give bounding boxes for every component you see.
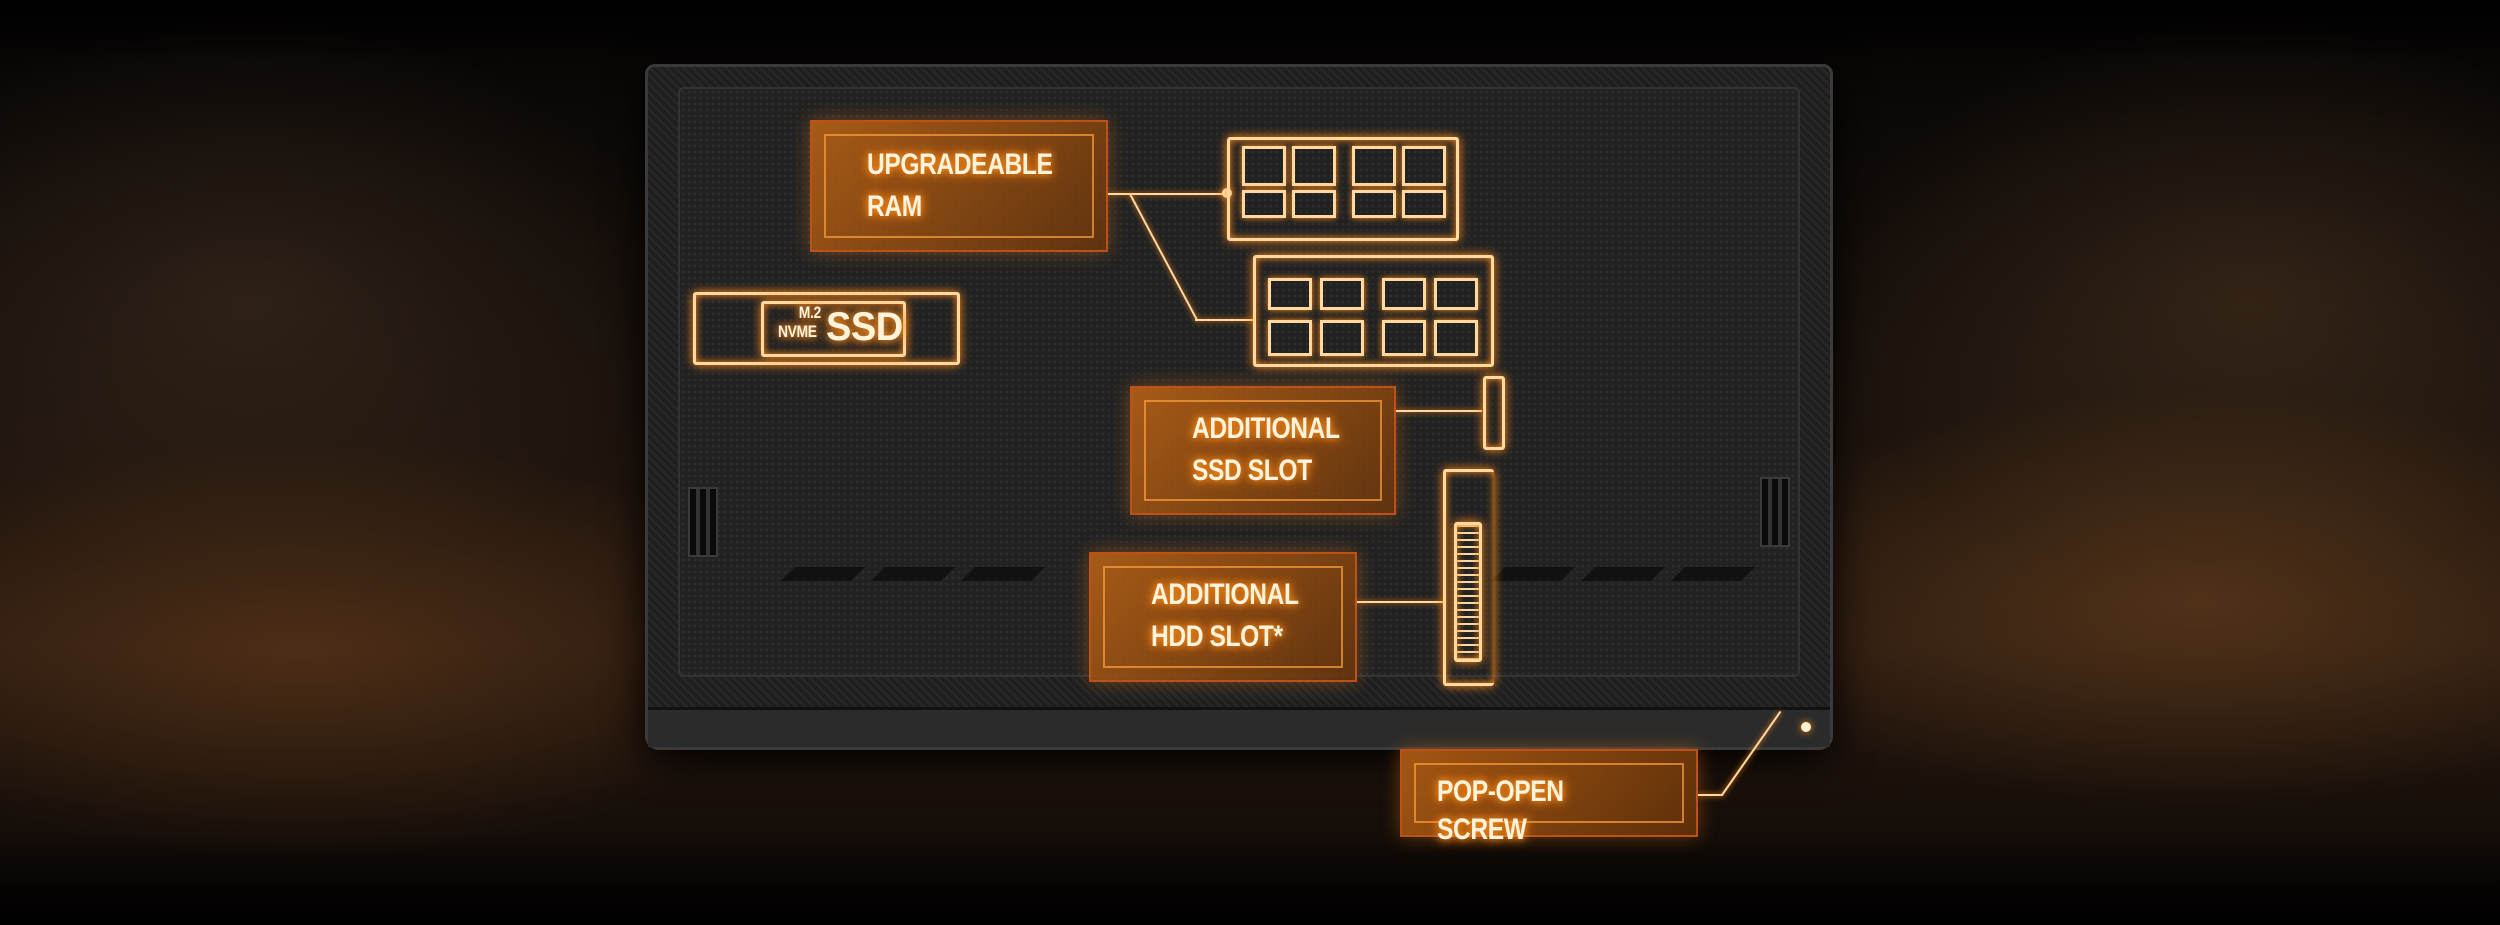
screw-dot: [1801, 722, 1811, 732]
ssd-label-small-top: M.2: [798, 303, 821, 322]
m2-ssd-icon: M.2 NVME SSD: [693, 292, 960, 365]
hdd-slot-line1: ADDITIONAL: [1151, 578, 1299, 611]
additional-ssd-slot-label: ADDITIONAL SSD SLOT: [1130, 386, 1396, 515]
hdd-connector-icon: [1443, 469, 1494, 686]
additional-hdd-slot-label: ADDITIONAL HDD SLOT*: [1089, 552, 1357, 682]
top-shade: [0, 0, 2500, 60]
ram-label-line2: RAM: [867, 190, 922, 223]
upgradeable-ram-label: UPGRADEABLE RAM: [810, 120, 1108, 252]
vent-slash: [1581, 567, 1665, 581]
pop-open-screw-label: POP-OPEN SCREW: [1400, 749, 1698, 846]
bottom-shade: [0, 835, 2500, 925]
ssd-slot-icon: [1483, 376, 1505, 450]
vent-slash: [1491, 567, 1575, 581]
screw-connector-line: [1698, 794, 1723, 796]
left-vent: [688, 487, 718, 557]
vent-slash: [961, 567, 1045, 581]
ssd-slot-line2: SSD SLOT: [1192, 454, 1312, 487]
ssd-slot-line1: ADDITIONAL: [1192, 412, 1340, 445]
ssd-label-big: SSD: [826, 305, 903, 349]
ram-connector-line: [1108, 193, 1226, 195]
vent-slash: [781, 567, 865, 581]
ram-module-icon: [1227, 137, 1459, 241]
ssd-slot-connector-line: [1396, 410, 1482, 412]
ram-connector-line-3: [1195, 319, 1253, 321]
right-vent: [1760, 477, 1790, 547]
laptop-edge: [648, 707, 1830, 747]
vent-slash: [1671, 567, 1755, 581]
ssd-label-small-bottom: NVME: [778, 322, 817, 341]
ram-module-icon: [1253, 255, 1494, 367]
ram-label-line1: UPGRADEABLE: [867, 148, 1053, 181]
hdd-connector-line: [1357, 601, 1443, 603]
hdd-slot-line2: HDD SLOT*: [1151, 620, 1283, 653]
vent-slash: [871, 567, 955, 581]
screw-label: POP-OPEN SCREW: [1437, 775, 1564, 846]
